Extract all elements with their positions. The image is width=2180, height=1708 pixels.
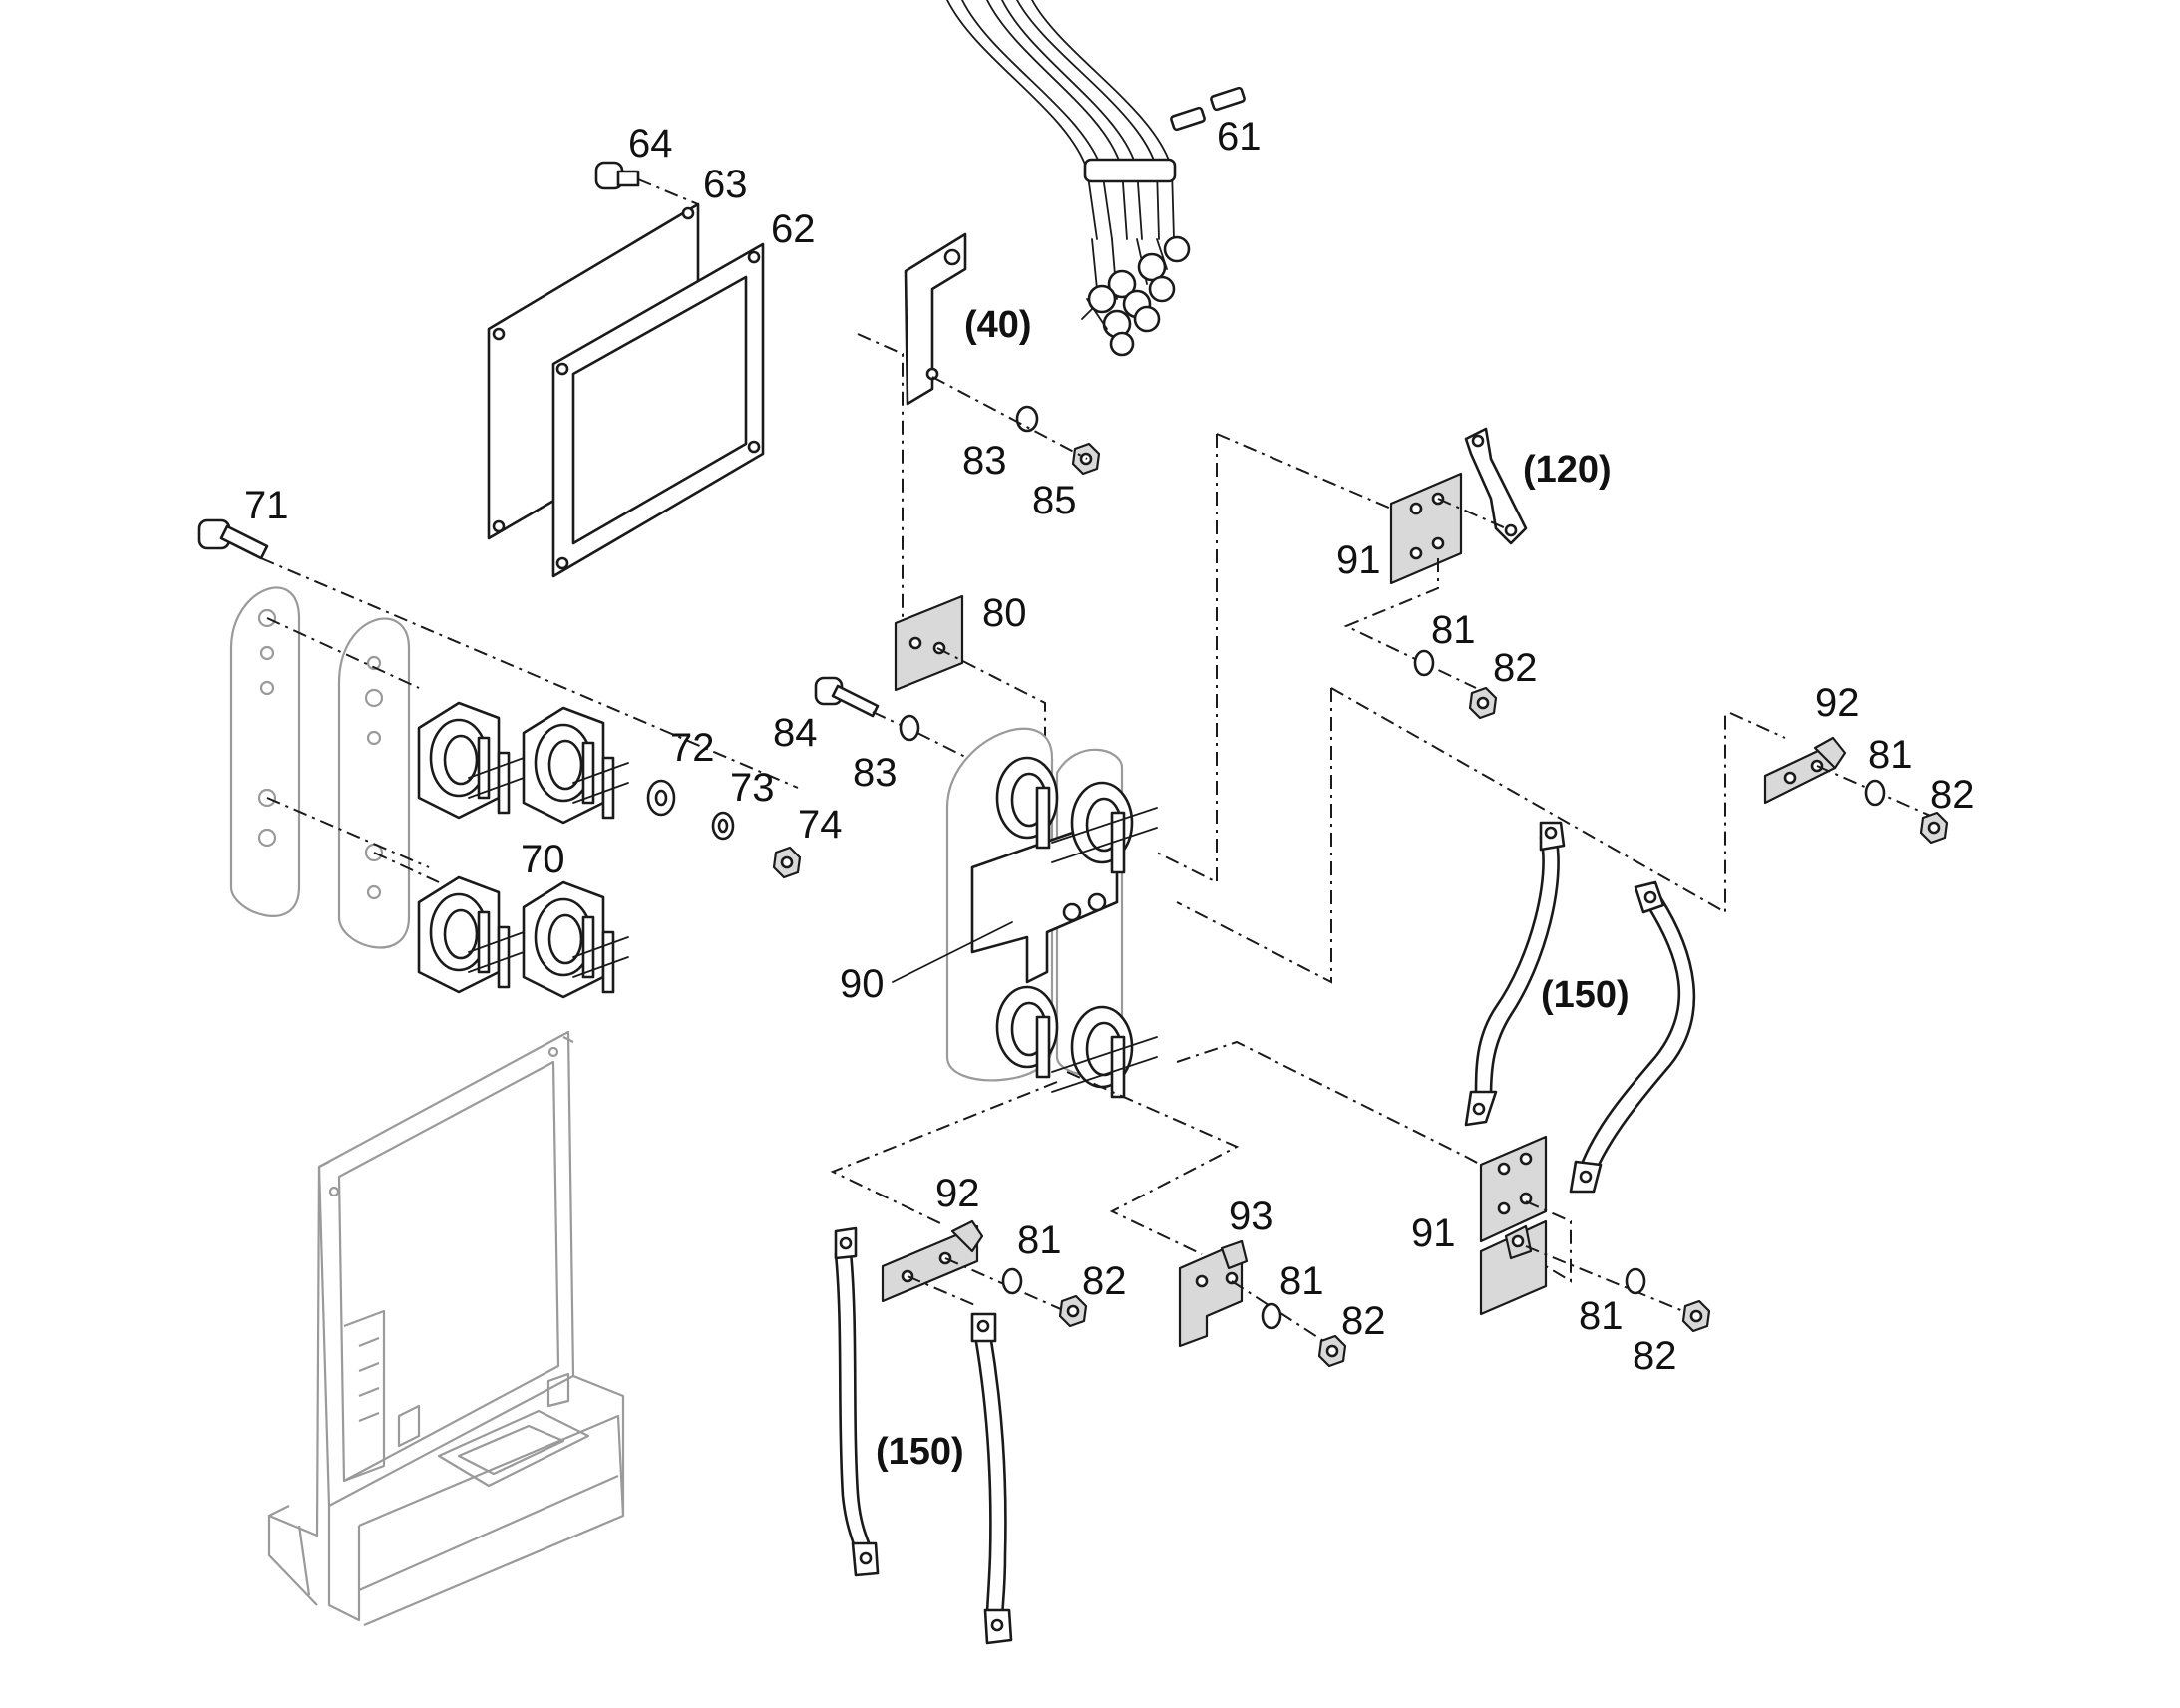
label-150-right: (150) (1541, 974, 1630, 1016)
guide-line-150-top (1330, 687, 1726, 914)
contactor-70-lower-left (417, 875, 525, 994)
contactor-70-upper-left (417, 701, 525, 820)
guide-line-93 (1066, 1071, 1240, 1255)
contactor-70-lower-right (522, 880, 629, 999)
cabinet-frame (267, 1030, 625, 1627)
cable-150-right-b (1569, 880, 1696, 1194)
label-62: 62 (771, 207, 816, 251)
label-64: 64 (628, 122, 673, 166)
guide-line-91-lower-b (1525, 1200, 1572, 1283)
guide-line-91-left (1156, 434, 1218, 884)
washer-81-lower-a (1001, 1267, 1023, 1295)
nut-82-lower-right (1681, 1299, 1711, 1333)
label-70: 70 (521, 838, 565, 881)
label-83-mid: 83 (853, 751, 898, 795)
label-92-lower: 92 (935, 1172, 980, 1215)
leader-90 (892, 921, 1013, 983)
guide-line-64 (637, 178, 699, 205)
label-81-lower-b: 81 (1279, 1259, 1324, 1303)
bracket-40 (904, 232, 967, 406)
plate-91-lower (1479, 1135, 1548, 1316)
plate-80 (894, 594, 964, 692)
cable-150-lower-b (970, 1312, 1013, 1645)
nut-82-lower-b (1317, 1334, 1347, 1368)
part-labels: 61 62 63 64 (40) 83 85 71 (120) 91 80 81… (244, 115, 1975, 1473)
label-91-lower: 91 (1411, 1211, 1456, 1255)
guide-line-80 (936, 647, 1046, 748)
guide-line-plate-c (373, 852, 440, 883)
plate-92-lower (881, 1219, 984, 1303)
washer-81-upper (1413, 649, 1435, 677)
cable-150-lower-a (834, 1226, 880, 1577)
label-120: (120) (1523, 449, 1612, 491)
plate-91-upper (1389, 472, 1463, 585)
bolt-84 (814, 676, 880, 718)
guide-line-plate-b (266, 797, 430, 868)
guide-line-150-left (1176, 688, 1332, 984)
label-63: 63 (703, 163, 748, 206)
label-85: 85 (1032, 479, 1077, 522)
label-81-upper: 81 (1431, 608, 1476, 652)
guide-line-91-lower-c (1525, 1245, 1696, 1317)
bracket-93 (1178, 1239, 1249, 1348)
label-71: 71 (244, 484, 289, 527)
nut-82-upper (1468, 686, 1498, 720)
gasket-63 (551, 242, 765, 578)
label-81-lower-a: 81 (1017, 1218, 1062, 1262)
label-150-lower: (150) (876, 1431, 964, 1473)
guide-line-71 (260, 557, 799, 789)
plate-left-inner (337, 617, 411, 949)
washer-72 (646, 779, 676, 817)
label-84: 84 (773, 711, 818, 755)
cable-bundle (946, 0, 1191, 357)
screw-64 (594, 161, 640, 190)
plate-92-right (1763, 736, 1847, 805)
guide-line-92-lower (830, 1081, 1058, 1225)
label-92-right: 92 (1815, 681, 1860, 725)
washer-83-mid (899, 714, 920, 742)
label-81-lower-right: 81 (1579, 1294, 1624, 1338)
guide-line-84 (872, 711, 904, 727)
washer-83-top (1015, 405, 1039, 433)
label-74: 74 (798, 803, 843, 847)
label-73: 73 (730, 766, 775, 810)
label-61: 61 (1217, 115, 1262, 159)
contactor-70-upper-right (522, 706, 629, 825)
label-81-right: 81 (1868, 733, 1913, 777)
sleeve-61 (1170, 86, 1246, 132)
guide-line-91-lower (1176, 1040, 1482, 1166)
guide-line-40-down (857, 333, 963, 649)
guide-line-91-top (1216, 433, 1392, 510)
label-93: 93 (1229, 1195, 1273, 1238)
label-40: (40) (964, 304, 1032, 346)
label-72: 72 (670, 726, 715, 770)
guide-line-91-down (1343, 558, 1477, 689)
label-80: 80 (982, 591, 1027, 635)
label-90: 90 (840, 962, 885, 1006)
label-82-lower-a: 82 (1082, 1259, 1127, 1303)
washer-81-lower-b (1261, 1302, 1282, 1330)
plate-left-outer (229, 586, 301, 917)
guide-line-40 (931, 376, 1088, 460)
contactor-assembly-90 (945, 727, 1158, 1099)
label-82-lower-b: 82 (1341, 1299, 1386, 1343)
nut-74 (772, 846, 802, 879)
strap-120 (1464, 427, 1528, 545)
label-83-top: 83 (962, 439, 1007, 483)
label-82-upper: 82 (1493, 646, 1538, 690)
nut-82-right (1919, 811, 1949, 845)
washer-81-lower-right (1625, 1267, 1646, 1295)
cable-150-right-a (1464, 821, 1566, 1127)
washer-73 (711, 811, 735, 841)
guide-line-83 (916, 732, 1008, 779)
label-82-right: 82 (1930, 773, 1975, 817)
guide-line-120 (1437, 498, 1507, 529)
label-91-upper: 91 (1336, 538, 1381, 582)
washer-81-right (1864, 779, 1886, 807)
label-82-lower-right: 82 (1633, 1334, 1677, 1378)
nut-82-lower-a (1058, 1294, 1088, 1328)
